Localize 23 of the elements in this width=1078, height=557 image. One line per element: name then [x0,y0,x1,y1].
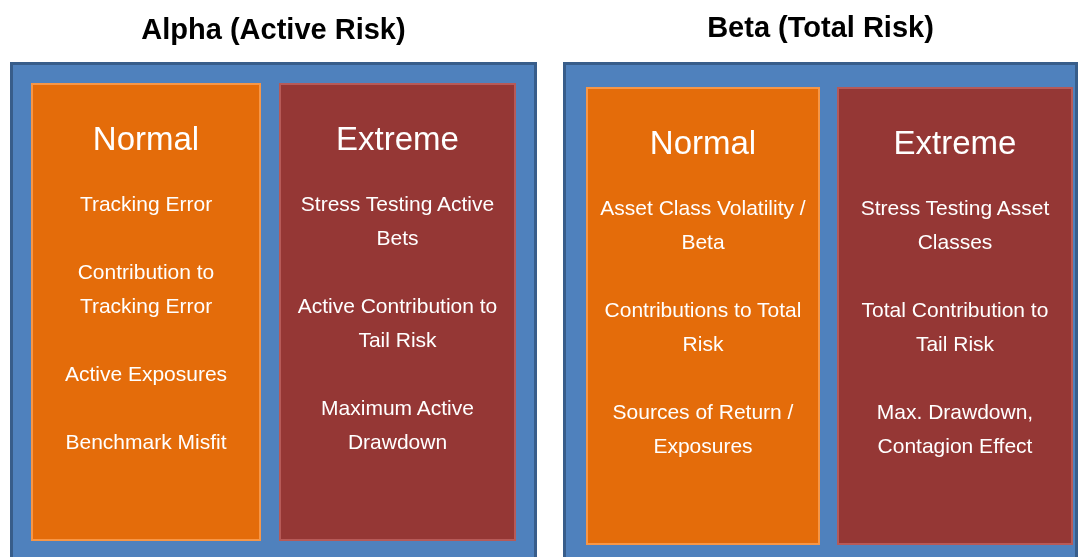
box-title: Normal [649,123,757,163]
risk-measure: Maximum Active Drawdown [320,395,475,455]
category-box [279,83,516,541]
risk-measure: Sources of Return / Exposures [611,399,795,459]
panel-heading: Alpha (Active Risk) [140,12,407,47]
risk-measure: Active Exposures [63,361,229,387]
category-box [837,87,1073,545]
box-title: Extreme [336,119,459,159]
risk-measure: Benchmark Misfit [64,429,228,455]
box-title: Extreme [893,123,1017,163]
risk-measure: Asset Class Volatility / Beta [599,195,807,255]
risk-measure: Stress Testing Asset Classes [859,195,1051,255]
risk-measure: Total Contribution to Tail Risk [860,297,1050,357]
risk-measure: Contribution to Tracking Error [76,259,216,319]
risk-measure: Stress Testing Active Bets [299,191,496,251]
risk-measure: Tracking Error [78,191,214,217]
risk-measure: Max. Drawdown, Contagion Effect [875,399,1035,459]
risk-measure: Active Contribution to Tail Risk [296,293,499,353]
panel-heading: Beta (Total Risk) [706,10,935,45]
category-box [586,87,820,545]
risk-measure: Contributions to Total Risk [603,297,803,357]
category-box [31,83,261,541]
box-title: Normal [92,119,200,159]
